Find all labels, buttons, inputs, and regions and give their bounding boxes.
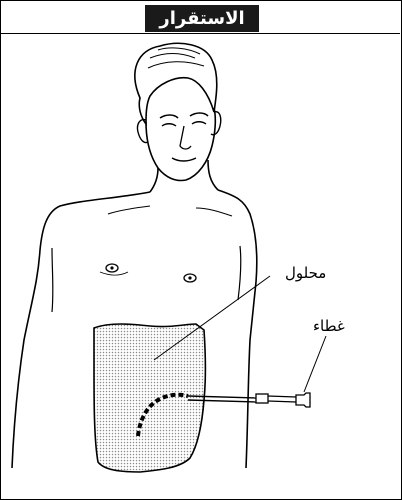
abdominal-solution-area <box>94 324 206 472</box>
catheter-connector <box>256 394 268 403</box>
catheter-cap <box>296 393 310 407</box>
leader-cap <box>304 336 326 392</box>
nipple-right <box>184 274 196 282</box>
label-solution: محلول <box>285 264 326 282</box>
label-cap: غطاء <box>313 317 345 335</box>
nipple-left <box>106 264 118 272</box>
hair <box>135 43 217 124</box>
